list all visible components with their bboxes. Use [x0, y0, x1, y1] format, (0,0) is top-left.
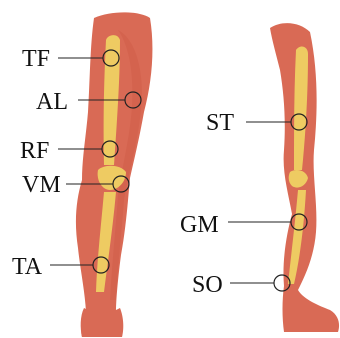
label-so: SO	[192, 272, 223, 298]
label-st: ST	[206, 110, 234, 136]
label-tf: TF	[22, 46, 50, 72]
label-ta: TA	[12, 254, 43, 280]
label-gm: GM	[180, 212, 219, 238]
side-leg	[270, 23, 339, 332]
label-vm: VM	[22, 172, 61, 198]
label-al: AL	[36, 89, 68, 115]
label-rf: RF	[20, 138, 49, 164]
front-leg	[76, 12, 153, 337]
